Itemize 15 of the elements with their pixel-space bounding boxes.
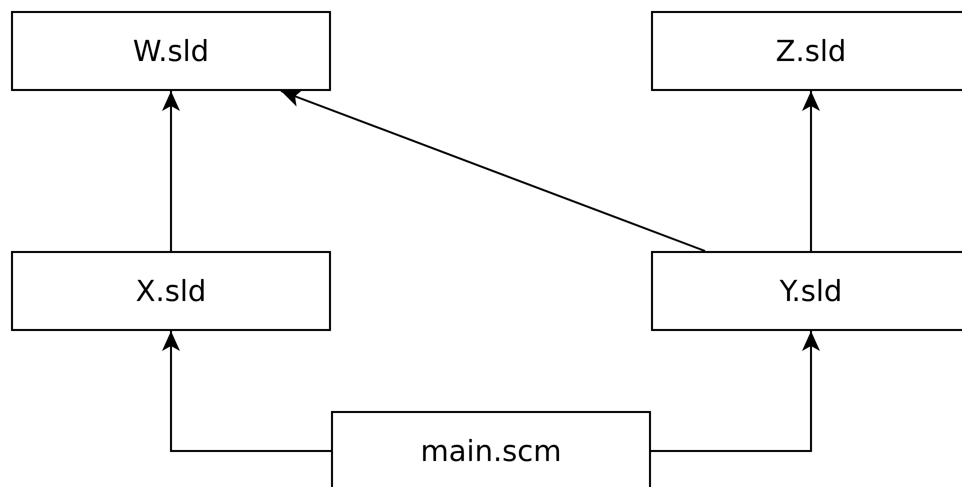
arrow (802, 91, 820, 251)
file-name: X.sld (136, 274, 206, 308)
arrow (651, 331, 820, 452)
arrow (280, 90, 706, 252)
file-box (11, 11, 331, 91)
file-box (651, 11, 962, 91)
arrow (162, 91, 180, 251)
file-name: main.scm (420, 434, 562, 468)
file-box (651, 251, 962, 331)
file-name: W.sld (132, 34, 210, 68)
file-name: Z.sld (776, 34, 846, 68)
arrow (162, 331, 331, 452)
file-box (11, 251, 331, 331)
file-box (331, 411, 651, 487)
file-name: Y.sld (780, 274, 842, 308)
